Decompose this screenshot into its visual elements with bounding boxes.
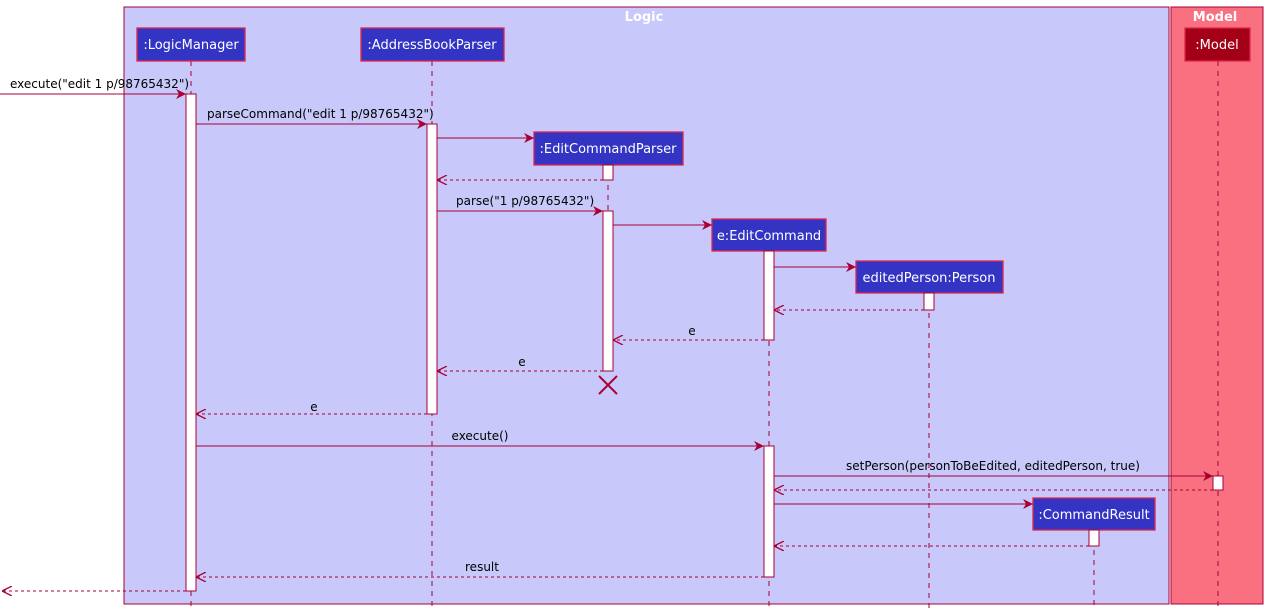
participant-edit-command-label: e:EditCommand [717,229,821,244]
destroy-marker-edit-command-parser [598,375,618,395]
activation-address-book-parser [426,123,438,415]
activation-logic-manager [185,93,197,592]
label-result: result [465,560,499,574]
activation-edit-command-execute [763,445,775,578]
participant-command-result: :CommandResult [1032,497,1156,531]
participant-edited-person: editedPerson:Person [855,260,1004,294]
label-parse-command: parseCommand("edit 1 p/98765432") [207,107,434,121]
participant-edit-command-parser: :EditCommandParser [533,131,684,166]
label-return-e-to-manager: e [310,400,317,414]
participant-edit-command-parser-label: :EditCommandParser [539,142,677,157]
model-group-box [1170,6,1264,605]
participant-edited-person-label: editedPerson:Person [863,271,996,286]
activation-model [1212,475,1224,491]
label-execute: execute() [452,429,509,443]
logic-group: Logic [123,6,1170,605]
model-group: Model [1170,6,1264,605]
label-set-person: setPerson(personToBeEdited, editedPerson… [846,459,1140,473]
activation-edit-command-create [763,250,775,341]
participant-model-label: :Model [1195,38,1238,53]
label-execute-call: execute("edit 1 p/98765432") [10,77,189,91]
label-return-e-from-parser: e [518,355,525,369]
label-return-e-from-command: e [688,324,695,338]
model-group-title: Model [1193,10,1237,25]
participant-address-book-parser-label: :AddressBookParser [367,38,497,53]
participant-model: :Model [1184,27,1251,62]
activation-edit-command-parser-parse [602,210,614,372]
participant-edit-command: e:EditCommand [711,218,827,252]
participant-logic-manager: :LogicManager [136,27,246,62]
participant-address-book-parser: :AddressBookParser [360,27,505,62]
activation-command-result [1088,529,1100,547]
logic-group-box [123,6,1170,605]
logic-group-title: Logic [625,10,664,25]
participant-logic-manager-label: :LogicManager [143,38,239,53]
activation-edited-person [923,292,935,311]
participant-command-result-label: :CommandResult [1038,508,1149,523]
activation-edit-command-parser-create [602,164,614,181]
label-parse: parse("1 p/98765432") [456,194,594,208]
